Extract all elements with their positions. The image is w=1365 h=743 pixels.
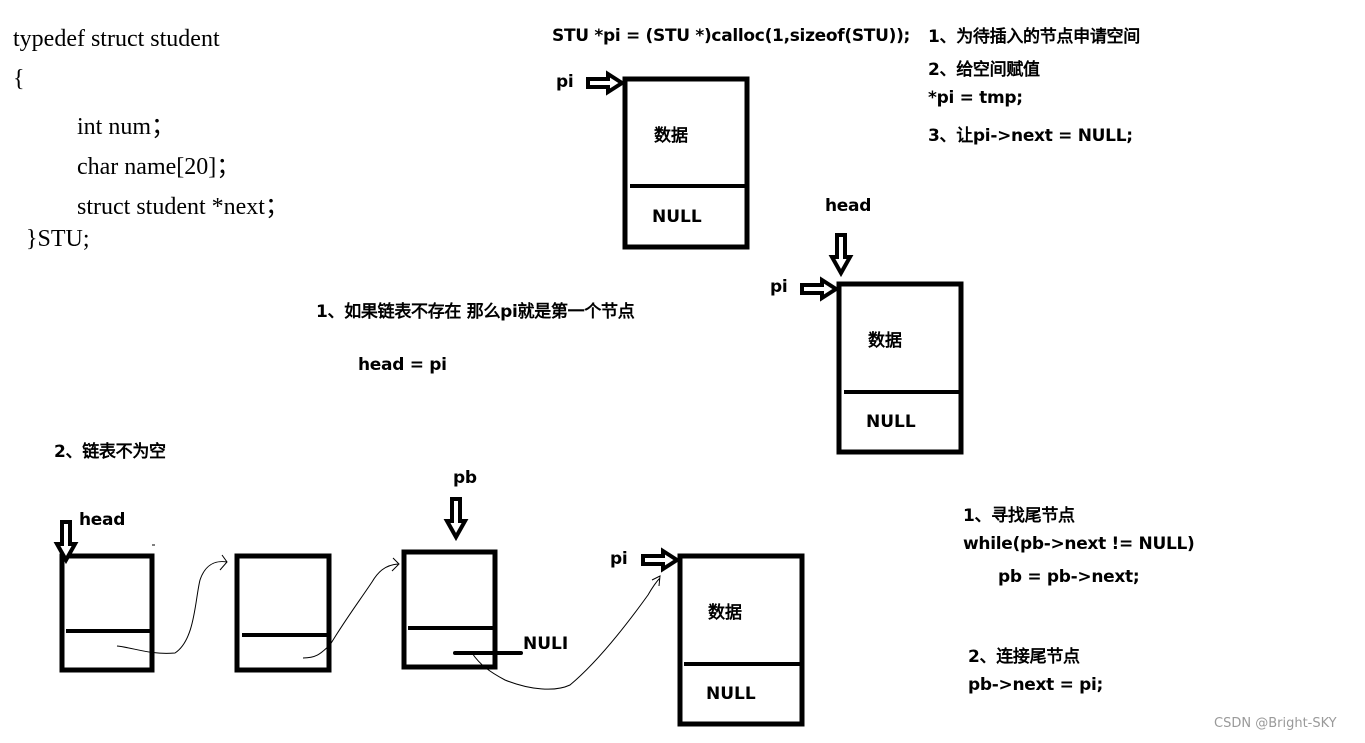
node-mid-null-label: NULL: [866, 412, 916, 432]
node-top-null-label: NULL: [652, 207, 702, 227]
pi-label-bottom: pi: [610, 549, 628, 569]
node-new: [677, 553, 805, 727]
alloc-code: STU *pi = (STU *)calloc(1,sizeof(STU));: [552, 26, 911, 46]
watermark: CSDN @Bright-SKY: [1214, 716, 1337, 731]
nuli-label: NULI: [523, 634, 569, 654]
step-top-4: 3、让pi->next = NULL;: [928, 126, 1133, 146]
node-new-box: [677, 553, 805, 727]
pi-arrow-bottom-icon: [641, 549, 679, 571]
case-nonempty-title: 2、链表不为空: [54, 442, 166, 462]
list-node-3-box: [401, 549, 498, 670]
case-empty-code: head = pi: [358, 355, 447, 375]
struct-code-line-6: }STU;: [26, 226, 90, 252]
node-new-null-label: NULL: [706, 684, 756, 704]
pi-label-top: pi: [556, 72, 574, 92]
pi-label-mid: pi: [770, 277, 788, 297]
pi-arrow-mid-icon: [800, 278, 838, 300]
step-bottom-5: pb->next = pi;: [968, 675, 1104, 695]
head-arrow-mid-icon: [830, 233, 852, 275]
list-node-1: [59, 553, 155, 673]
struct-code-line-4: char name[20]；: [77, 154, 241, 180]
list-node-2-box: [234, 553, 332, 673]
list-node-3: [401, 549, 523, 670]
node-top: [622, 76, 750, 250]
node-mid-data-label: 数据: [868, 331, 902, 351]
step-top-1: 1、为待插入的节点申请空间: [928, 27, 1140, 47]
case-empty-title: 1、如果链表不存在 那么pi就是第一个节点: [316, 302, 635, 322]
node-top-box: [622, 76, 750, 250]
step-top-3: *pi = tmp;: [928, 88, 1023, 108]
struct-code-line-2: {: [13, 66, 25, 92]
link-curve-2-3: [302, 557, 400, 659]
pb-arrow-icon: [445, 497, 467, 539]
pi-arrow-top-icon: [586, 72, 624, 94]
step-bottom-2: while(pb->next != NULL): [963, 534, 1195, 554]
struct-code-line-1: typedef struct student: [13, 26, 220, 52]
link-curve-1-2: [116, 554, 228, 654]
step-bottom-4: 2、连接尾节点: [968, 647, 1080, 667]
node-new-data-label: 数据: [708, 603, 742, 623]
node-mid: [836, 281, 964, 455]
struct-code-line-5: struct student *next；: [77, 194, 289, 220]
step-top-2: 2、给空间赋值: [928, 60, 1040, 80]
node-mid-box: [836, 281, 964, 455]
link-curve-3-new: [471, 575, 661, 690]
node-top-data-label: 数据: [654, 126, 688, 146]
step-bottom-1: 1、寻找尾节点: [963, 506, 1075, 526]
struct-code-line-3: int num；: [77, 114, 176, 140]
list-node-1-box: [59, 553, 155, 673]
head-label-mid: head: [825, 196, 872, 216]
step-bottom-3: pb = pb->next;: [998, 567, 1140, 587]
pb-label: pb: [453, 468, 477, 488]
list-node-2: [234, 553, 332, 673]
head-label-bottom: head: [79, 510, 126, 530]
